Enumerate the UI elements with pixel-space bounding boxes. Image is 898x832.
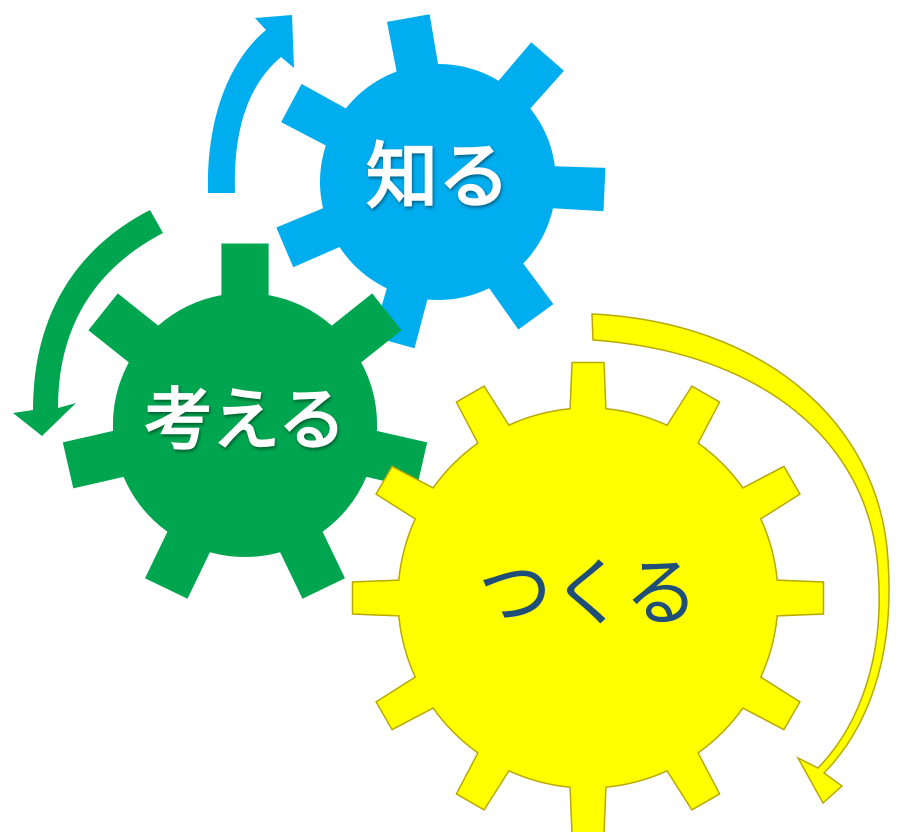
- yellow-cycle-arrow: [591, 313, 890, 805]
- green-cycle-arrow: [13, 210, 163, 436]
- think-gear-label: 考える: [144, 382, 346, 461]
- make-gear: [351, 361, 825, 832]
- know-gear: [276, 14, 606, 349]
- think-gear: [62, 243, 428, 599]
- blue-cycle-arrow: [207, 15, 294, 193]
- make-gear-label: つくる: [478, 551, 699, 637]
- know-gear-label: 知る: [366, 135, 510, 219]
